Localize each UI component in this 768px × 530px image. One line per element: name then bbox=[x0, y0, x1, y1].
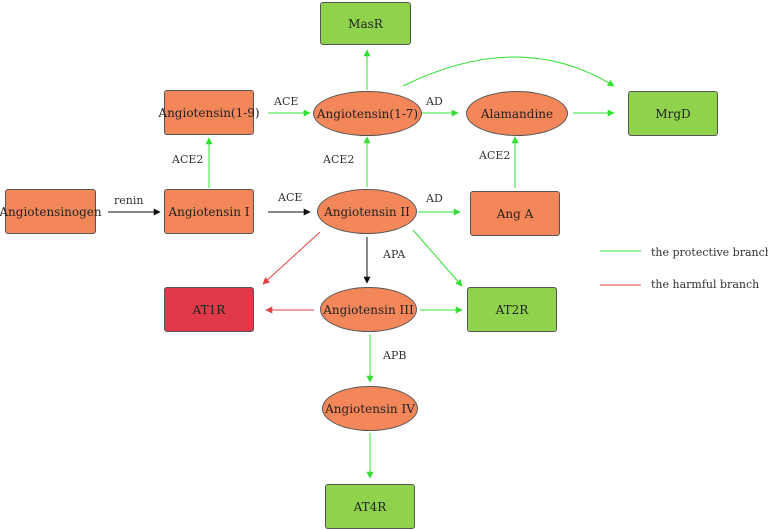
arrow-angiotensin-ii-to-at2r bbox=[412, 229, 463, 287]
edge-label-ace2-right: ACE2 bbox=[479, 149, 511, 162]
node-masr: MasR bbox=[320, 2, 411, 45]
edge-label-ace2-center: ACE2 bbox=[323, 153, 355, 166]
edge-label-ace-mid: ACE bbox=[278, 191, 303, 204]
edge-label-apa: APA bbox=[383, 248, 406, 261]
node-at4r: AT4R bbox=[325, 484, 415, 529]
node-angiotensinogen: Angiotensinogen bbox=[0, 189, 102, 234]
node-at2r: AT2R bbox=[467, 287, 557, 332]
legend-protective-label: the protective branch bbox=[651, 246, 768, 259]
arrow-angiotensin-ii-to-at1r bbox=[262, 231, 321, 285]
edge-label-ad-top: AD bbox=[426, 95, 443, 108]
arrow-angiotensin-1-7-to-mrgd-curve bbox=[402, 56, 615, 87]
edge-label-renin: renin bbox=[114, 194, 144, 207]
node-angiotensin-1-9: Angiotensin(1-9) bbox=[158, 90, 260, 135]
node-angiotensin-iv: Angiotensin IV bbox=[322, 386, 418, 431]
edge-label-apb: APB bbox=[383, 349, 407, 362]
node-alamandine: Alamandine bbox=[466, 91, 568, 136]
node-ang-a: Ang A bbox=[470, 191, 560, 236]
edge-label-ace-top: ACE bbox=[274, 95, 299, 108]
node-mrgd: MrgD bbox=[628, 91, 718, 136]
legend-harmful-label: the harmful branch bbox=[651, 278, 760, 291]
node-angiotensin-iii: Angiotensin III bbox=[320, 287, 417, 332]
node-angiotensin-i: Angiotensin I bbox=[164, 189, 254, 234]
edge-label-ace2-left: ACE2 bbox=[172, 153, 204, 166]
node-angiotensin-ii: Angiotensin II bbox=[317, 189, 417, 234]
node-angiotensin-1-7: Angiotensin(1-7) bbox=[313, 91, 422, 136]
node-at1r: AT1R bbox=[164, 287, 254, 332]
edge-label-ad-mid: AD bbox=[426, 192, 443, 205]
